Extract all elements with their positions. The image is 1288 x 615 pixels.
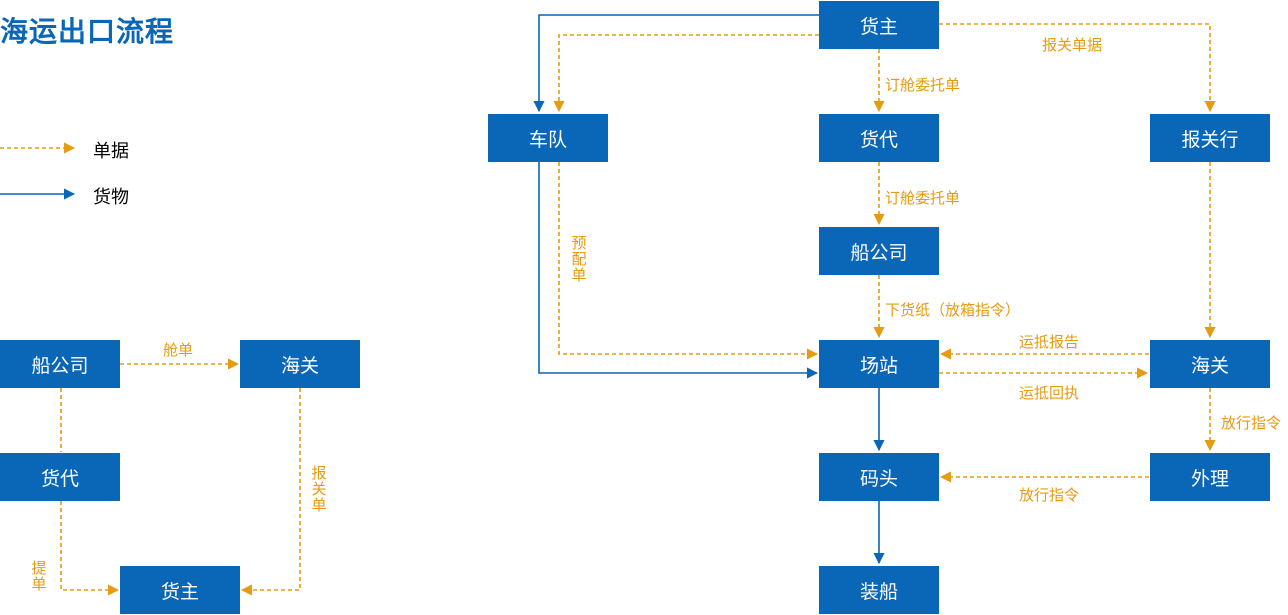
node-fleet: 车队	[488, 114, 608, 162]
left-label-declaration: 报关单	[311, 464, 327, 514]
node-shipper: 货主	[819, 1, 939, 49]
legend-document: 单据	[93, 141, 129, 162]
node-customs: 海关	[1150, 340, 1270, 388]
legend-goods: 货物	[93, 187, 129, 208]
left-label-bill-of-lading: 提单	[31, 559, 47, 593]
label-pre-match: 预配单	[571, 234, 587, 284]
edge-forwarder-shipper	[60, 501, 120, 596]
node-forwarder: 货代	[819, 114, 939, 162]
edge-customs-shipper	[240, 388, 301, 596]
label-booking-2: 订舱委托单	[885, 189, 961, 207]
left-node-shipper: 货主	[120, 566, 240, 614]
node-ship-company: 船公司	[819, 227, 939, 275]
label-release-1: 放行指令	[1221, 414, 1282, 432]
edge-fleet-yard-doc	[558, 162, 819, 360]
node-loading: 装船	[819, 566, 939, 614]
node-dock: 码头	[819, 453, 939, 501]
page-title: 海运出口流程	[0, 15, 175, 48]
edge-shipper-broker	[939, 23, 1216, 113]
label-arrival-receipt: 运抵回执	[1019, 384, 1080, 402]
left-node-ship-company: 船公司	[0, 340, 120, 388]
edge-shipper-fleet-goods	[533, 14, 819, 113]
label-release-2: 放行指令	[1019, 486, 1080, 504]
node-tally: 外理	[1150, 453, 1270, 501]
left-node-forwarder: 货代	[0, 453, 120, 501]
node-yard: 场站	[819, 340, 939, 388]
edge-shipper-fleet-doc	[553, 34, 819, 113]
edge-fleet-yard-goods	[538, 162, 819, 379]
node-broker: 报关行	[1150, 114, 1270, 162]
label-release-note: 下货纸（放箱指令）	[885, 301, 1021, 319]
label-customs-docs: 报关单据	[1042, 36, 1103, 54]
left-label-manifest: 舱单	[163, 341, 194, 359]
left-node-customs: 海关	[240, 340, 360, 388]
label-arrival-report: 运抵报告	[1019, 333, 1080, 351]
label-booking-1: 订舱委托单	[885, 76, 961, 94]
